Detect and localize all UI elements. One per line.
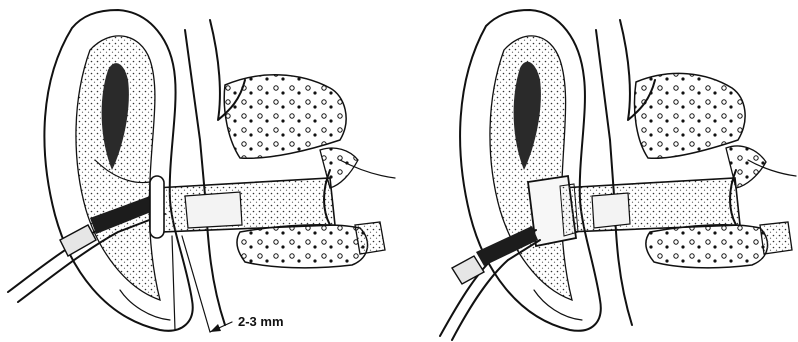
right-ear-drawing xyxy=(400,0,798,342)
measure-arrowhead xyxy=(210,324,221,332)
tube-connector xyxy=(60,225,96,256)
temporal-bone xyxy=(224,75,346,158)
canal-cross-section xyxy=(592,193,630,228)
earlobe-line xyxy=(120,290,170,320)
left-ear-drawing xyxy=(0,0,400,342)
inner-bone-block xyxy=(355,222,385,254)
canal-cross-section xyxy=(185,192,242,228)
lower-bone xyxy=(646,225,768,268)
head-profile-line xyxy=(596,30,632,325)
right-ear-illustration xyxy=(400,0,798,342)
measure-line-1 xyxy=(172,236,175,330)
measurement-label: 2-3 mm xyxy=(238,314,284,329)
earlobe-line xyxy=(534,290,582,320)
lower-bone xyxy=(237,225,368,268)
measure-line-2 xyxy=(182,236,210,332)
temporal-bone xyxy=(635,73,746,158)
left-ear-illustration: 2-3 mm xyxy=(0,0,400,342)
ear-canal xyxy=(155,178,335,232)
inner-bone-block xyxy=(760,222,792,254)
tube-connector xyxy=(452,256,484,284)
ear-canal xyxy=(560,178,740,232)
earplug-insert xyxy=(150,176,164,238)
